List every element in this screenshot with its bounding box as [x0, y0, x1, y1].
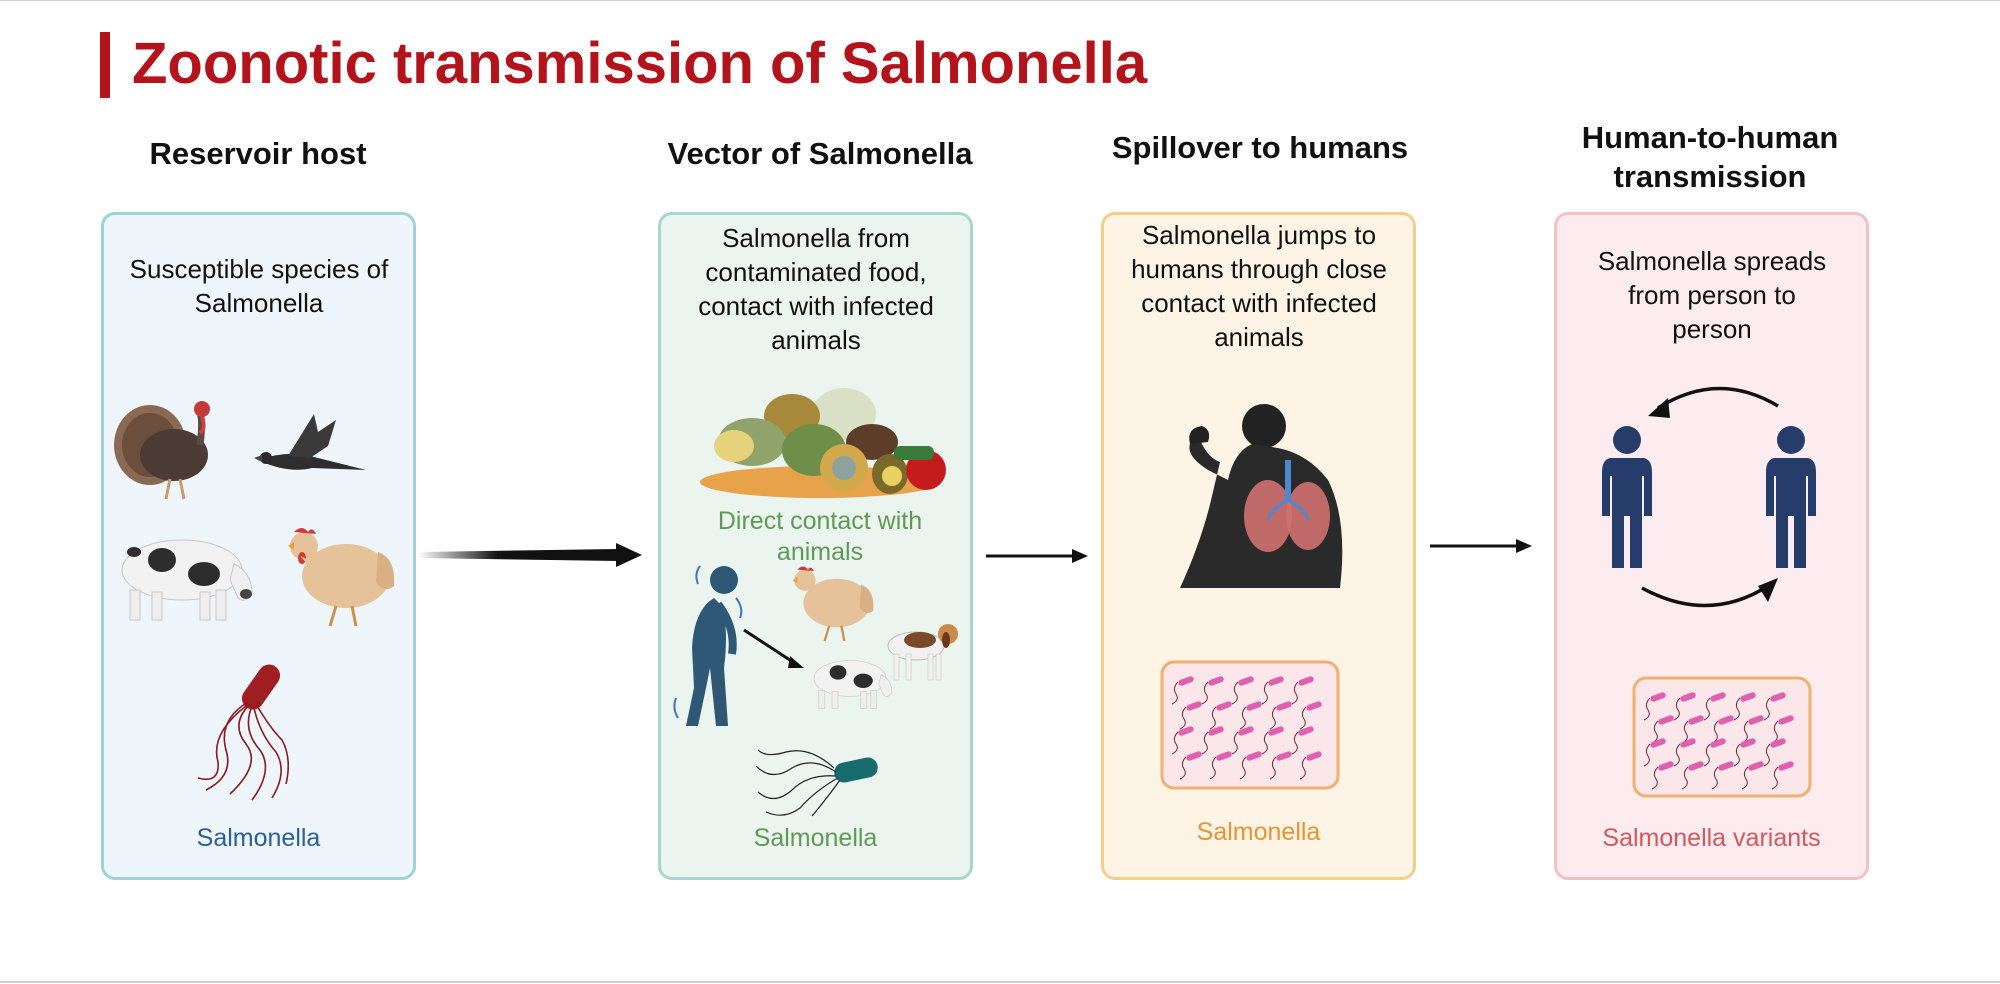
description-human-to-human: Salmonella spreads from person to person	[1597, 246, 1827, 344]
frame-top-line	[0, 0, 2000, 1]
cow-icon-vector	[813, 660, 893, 709]
person-icon-right	[1766, 426, 1816, 568]
arrow-vector-to-spillover	[986, 549, 1088, 563]
salmonella-bacterium-icon-vector	[755, 749, 878, 817]
caption-human-to-human: Salmonella variants	[1602, 824, 1821, 852]
description-vector: Salmonella from contaminated food, conta…	[698, 223, 934, 355]
circular-transmission-arrows	[1641, 386, 1779, 608]
salmonella-bacterium-icon	[197, 664, 290, 801]
caption-vector: Salmonella	[753, 824, 878, 852]
sub-label-direct-contact: Direct contact with animals	[717, 507, 923, 566]
bacteria-culture-icon	[1160, 660, 1340, 790]
frame-bottom-line	[0, 981, 2000, 983]
caption-reservoir: Salmonella	[196, 824, 321, 852]
turkey-icon	[114, 401, 210, 500]
stage-heading-vector: Vector of Salmonella	[667, 136, 973, 171]
dizzy-person-icon	[673, 565, 743, 726]
chicken-icon-vector	[792, 566, 874, 642]
chicken-icon	[288, 528, 395, 627]
cow-icon	[121, 539, 253, 621]
stage-heading-human-to-human: Human-to-human transmission	[1581, 120, 1839, 194]
contact-arrow	[743, 628, 804, 668]
food-pile-icon	[700, 388, 946, 498]
dog-icon	[879, 620, 958, 681]
description-reservoir: Susceptible species of Salmonella	[129, 254, 389, 318]
panel-vector	[658, 212, 973, 880]
coughing-human-lungs-icon	[1180, 404, 1343, 588]
bacteria-culture-icon-variants	[1632, 676, 1812, 798]
person-icon-left	[1602, 426, 1652, 568]
description-spillover: Salmonella jumps to humans through close…	[1131, 220, 1387, 352]
crow-icon	[254, 414, 366, 470]
diagram-title: Zoonotic transmission of Salmonella	[132, 31, 1148, 96]
caption-spillover: Salmonella	[1196, 818, 1321, 846]
title-accent-bar	[100, 32, 110, 98]
stage-heading-spillover: Spillover to humans	[1111, 130, 1409, 165]
stage-heading-reservoir: Reservoir host	[149, 136, 367, 171]
arrow-spillover-to-human	[1430, 539, 1532, 553]
arrow-reservoir-to-vector	[418, 543, 642, 567]
